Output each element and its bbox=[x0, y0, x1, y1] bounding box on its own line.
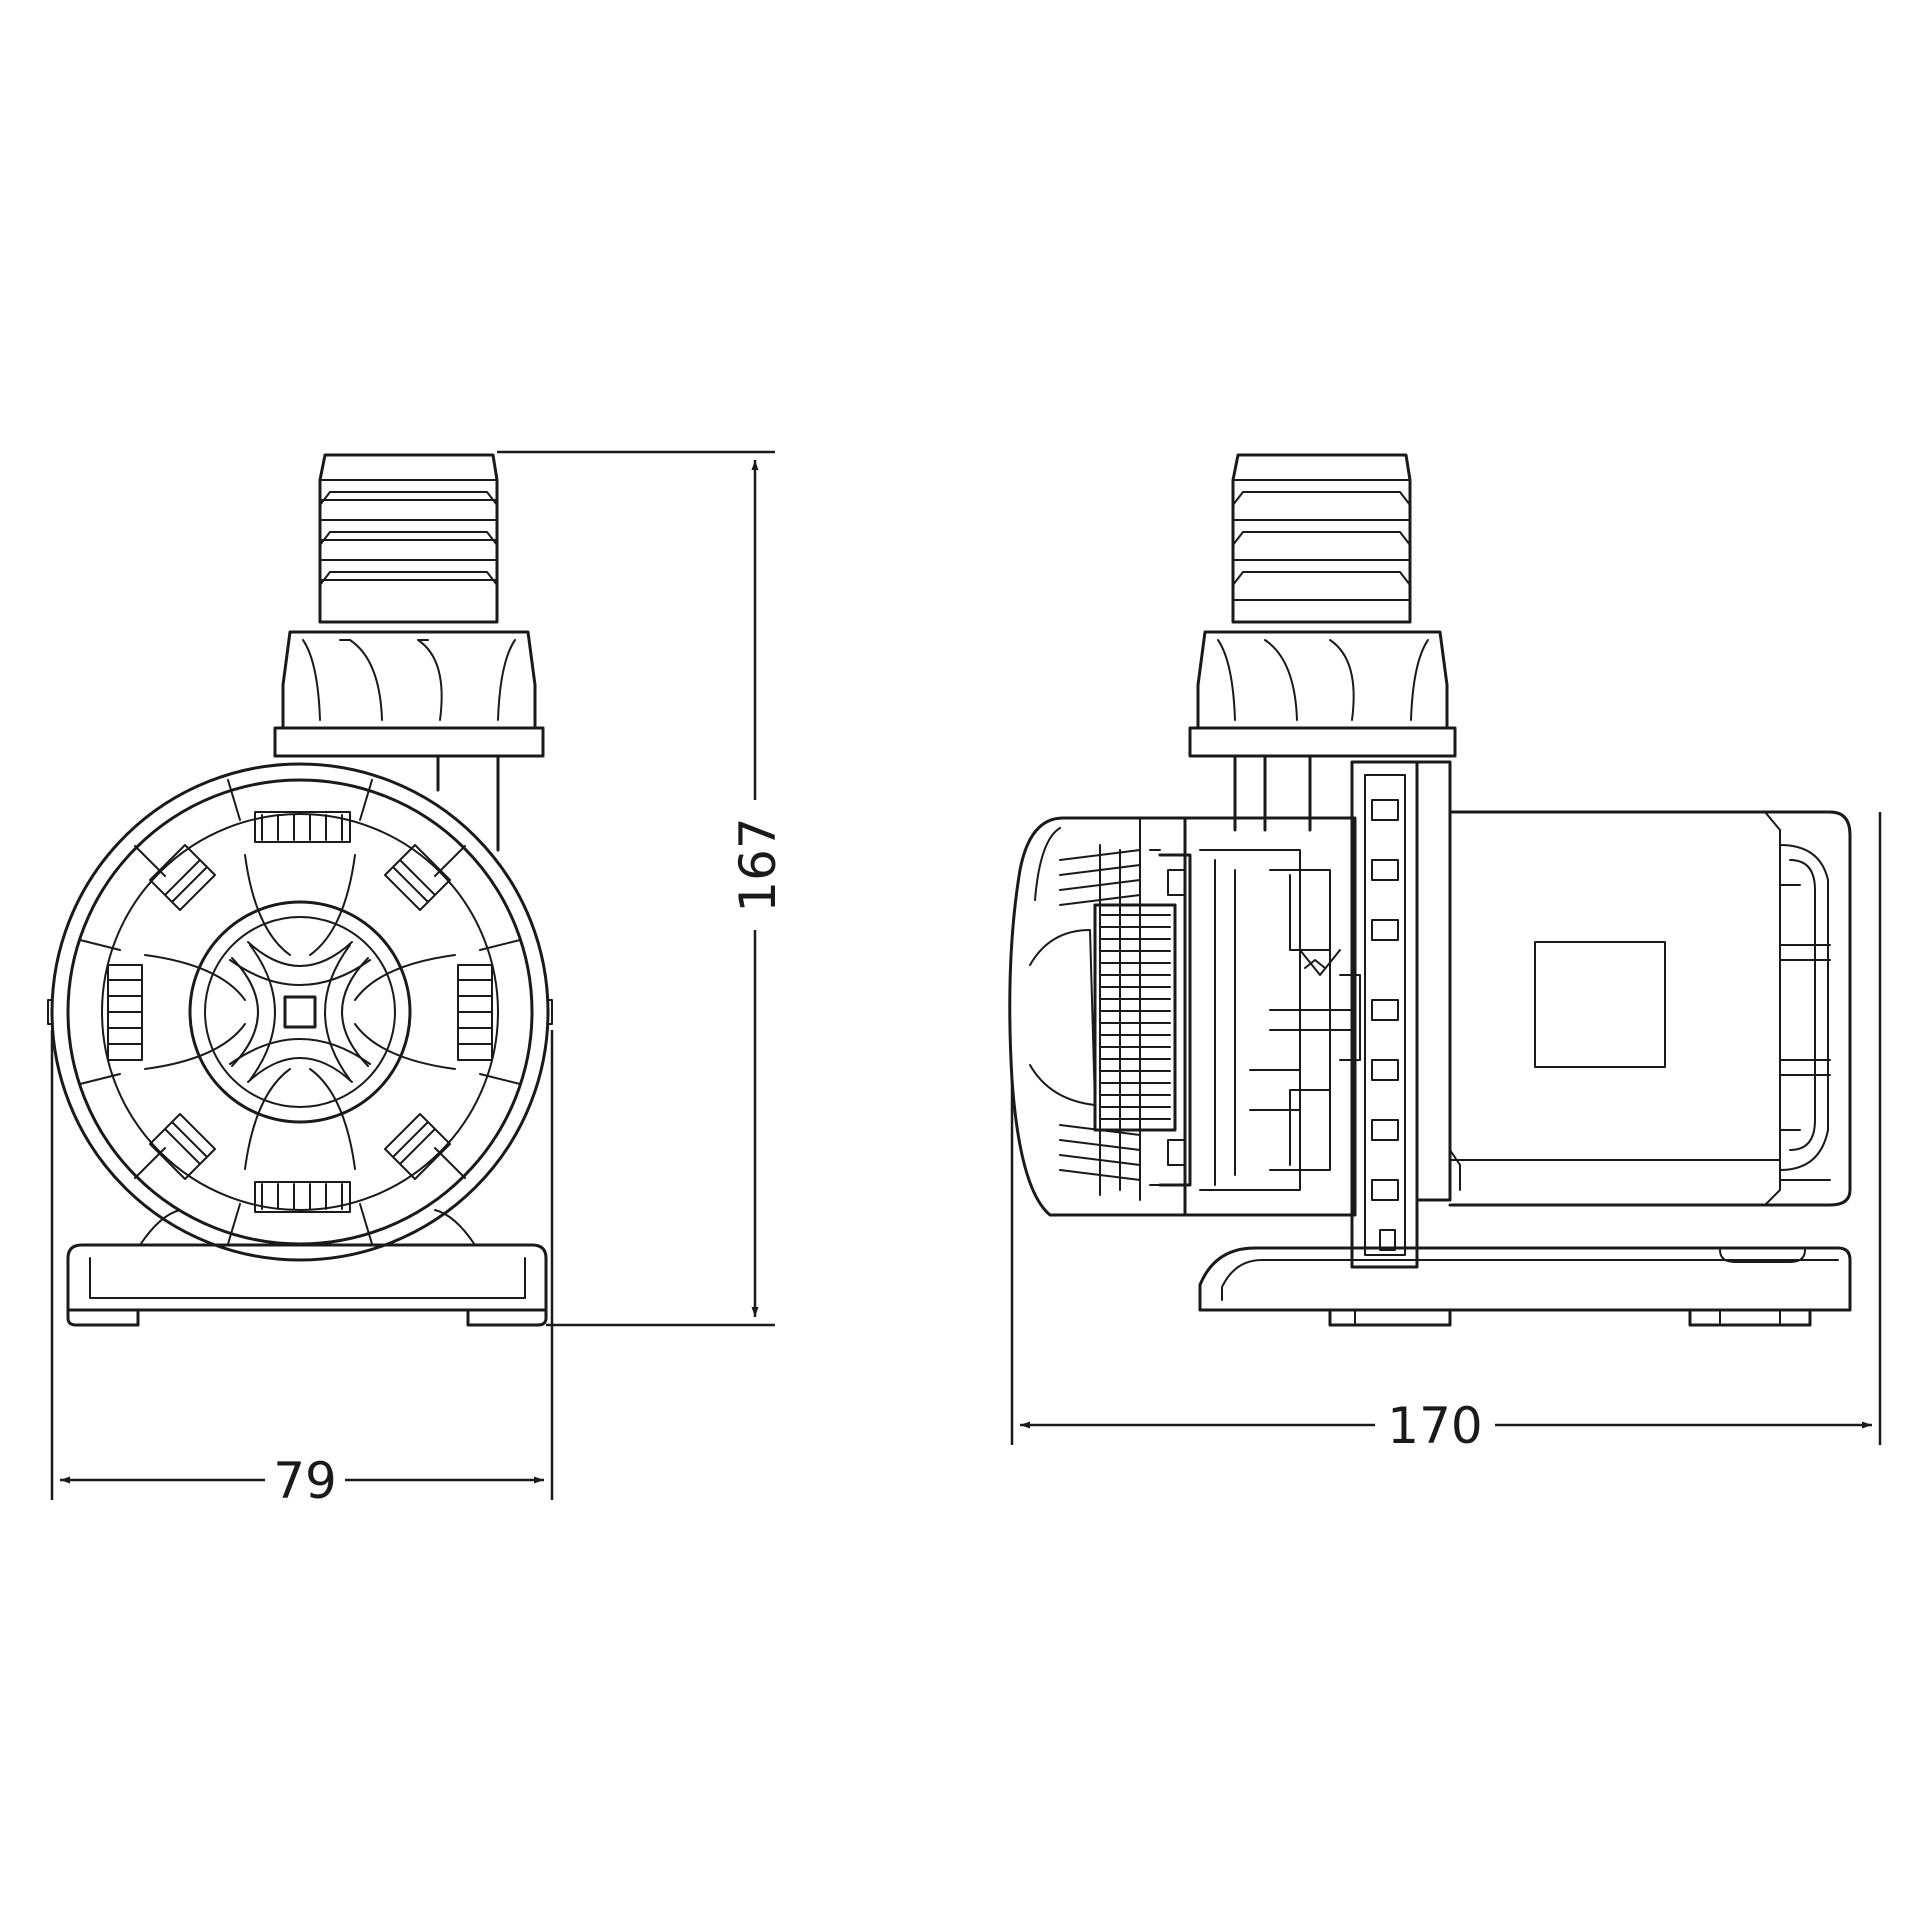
dimension-label-side-length: 170 bbox=[1387, 1397, 1482, 1455]
front-intake-body bbox=[47, 762, 553, 1262]
side-threaded-inlet bbox=[1093, 853, 1192, 1187]
front-outlet-barb bbox=[318, 453, 499, 624]
side-intake-cover bbox=[1008, 816, 1187, 1217]
dimension-label-front-width: 79 bbox=[273, 1452, 337, 1510]
dimension-side-length: 170 bbox=[1010, 812, 1882, 1455]
side-outlet-barb bbox=[1231, 453, 1412, 624]
side-motor-housing bbox=[1448, 810, 1852, 1207]
side-view bbox=[1008, 453, 1852, 1327]
front-base-plate bbox=[66, 1209, 548, 1327]
dimension-front-width: 79 bbox=[50, 1030, 554, 1510]
front-neck bbox=[436, 754, 500, 852]
dimension-label-height: 167 bbox=[729, 817, 787, 912]
side-pump-chamber bbox=[1183, 816, 1361, 1217]
dimension-height: 167 bbox=[497, 450, 787, 1327]
side-union-nut bbox=[1188, 630, 1457, 758]
side-flange bbox=[1350, 760, 1452, 1269]
front-view bbox=[47, 453, 553, 1327]
side-base-plate bbox=[1198, 1246, 1852, 1327]
front-union-nut bbox=[273, 630, 545, 758]
